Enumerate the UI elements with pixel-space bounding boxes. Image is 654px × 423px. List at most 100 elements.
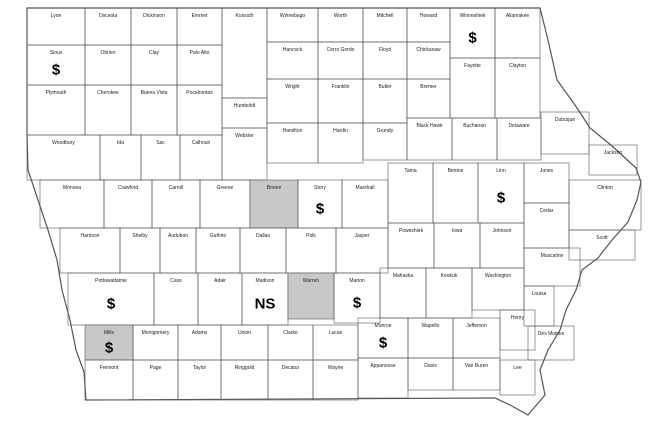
county-label-mahaska: Mahaska [392,273,414,279]
county-label-fayette: Fayette [464,63,481,69]
county-label-chickasaw: Chickasaw [416,47,441,53]
county-label-cedar: Cedar [539,208,554,214]
county-label-worth: Worth [333,13,348,19]
county-label-lyon: Lyon [50,13,62,19]
county-label-jefferson: Jefferson [466,323,487,329]
county-label-boone: Boone [266,185,282,191]
county-label-jasper: Jasper [354,233,370,239]
county-label-pottawattamie: Pottawattamie [95,278,127,284]
county-label-monroe: Monroe [374,323,392,329]
county-label-floyd: Floyd [378,47,392,53]
county-label-allamakee: Allamakee [505,13,530,19]
county-label-howard: Howard [419,13,438,19]
county-label-adair: Adair [214,278,226,284]
county-label-van-buren: Van Buren [464,363,489,369]
state-outline [26,7,642,416]
county-label-sac: Sac [156,140,165,146]
county-label-muscatine: Muscatine [540,253,564,259]
dollar-marker-winneshiek: $ [468,29,477,47]
county-label-davis: Davis [424,363,437,369]
dollar-marker-mills: $ [104,339,114,356]
county-label-woodbury: Woodbury [52,140,75,146]
county-label-poweshiek: Poweshiek [398,228,424,234]
county-label-bremer: Bremer [420,84,437,90]
county-label-ida: Ida [117,140,124,146]
county-dubuque [540,111,590,155]
county-label-ringgold: Ringgold [234,365,255,371]
county-label-madison: Madison [255,278,275,284]
county-label-union: Union [237,330,252,336]
county-lee [499,359,536,396]
county-label-des-moines: Des Moines [537,331,565,337]
county-label-harrison: Harrison [80,233,100,239]
county-label-fremont: Fremont [99,365,119,371]
ns-marker-madison: NS [254,295,276,313]
county-label-buena-vista: Buena Vista [140,90,168,96]
county-label-delaware: Delaware [508,123,530,129]
dollar-marker-sioux: $ [51,61,61,79]
county-label-clayton: Clayton [509,63,526,69]
county-label-tama: Tama [404,168,417,174]
county-label-buchanan: Buchanan [463,123,486,129]
county-label-audubon: Audubon [167,233,189,239]
county-label-monona: Monona [62,185,82,191]
county-label-wright: Wright [285,84,300,90]
county-label-jones: Jones [539,168,554,174]
county-label-linn: Linn [496,168,506,174]
county-label-johnson: Johnson [492,228,512,234]
county-label-clarke: Clarke [283,330,298,336]
county-label-calhoun: Calhoun [191,140,211,146]
county-label-lucas: Lucas [328,330,343,336]
county-label-obrien: Obrien [100,50,116,56]
county-label-winneshiek: Winneshiek [459,13,486,19]
county-henry [499,309,536,351]
county-label-clinton: Clinton [597,185,613,191]
county-label-decatur: Decatur [281,365,300,371]
county-label-page: Page [149,365,162,371]
county-label-kossuth: Kossuth [235,13,254,19]
county-label-marshall: Marshall [355,185,375,191]
county-label-taylor: Taylor [192,365,207,371]
county-grundy [362,122,408,161]
county-label-louisa: Louisa [531,291,547,297]
county-label-iowa: Iowa [451,228,463,234]
county-label-crawford: Crawford [117,185,139,191]
county-label-cass: Cass [170,278,182,284]
dollar-marker-linn: $ [496,189,506,207]
county-label-carroll: Carroll [168,185,184,191]
county-label-cerro-gordo: Cerro Gordo [326,47,355,53]
county-label-wapello: Wapello [421,323,440,329]
county-jackson [588,144,638,176]
county-label-winnebago: Winnebago [279,13,306,19]
county-label-mitchell: Mitchell [376,13,394,19]
county-label-hamilton: Hamilton [282,128,303,134]
county-label-marion: Marion [349,278,365,284]
county-warren [287,272,335,320]
county-scott [568,229,636,261]
county-label-montgomery: Montgomery [141,330,170,336]
county-label-mills: Mills [104,330,114,336]
county-label-appanoose: Appanoose [370,363,396,369]
county-label-grundy: Grundy [376,128,394,134]
county-label-guthrie: Guthrie [209,233,227,239]
county-label-benton: Benton [447,168,464,174]
county-label-osceola: Osceola [98,13,118,19]
county-label-hardin: Hardin [333,128,348,134]
county-label-black-hawk: Black Hawk [416,123,443,129]
county-label-washington: Washington [484,273,512,279]
county-label-cherokee: Cherokee [97,90,119,96]
county-label-adams: Adams [191,330,208,336]
county-label-franklin: Franklin [331,84,350,90]
county-label-webster: Webster [235,133,254,139]
county-label-greene: Greene [216,185,234,191]
county-label-hancock: Hancock [282,47,303,53]
county-label-warren: Warren [302,278,320,284]
county-label-jackson: Jackson [603,150,623,156]
county-mills [84,324,134,361]
county-label-shelby: Shelby [132,233,148,239]
county-label-lee: Lee [513,365,522,371]
dollar-marker-marion: $ [352,294,362,312]
county-label-story: Story [314,185,326,191]
dollar-marker-story: $ [315,200,325,218]
